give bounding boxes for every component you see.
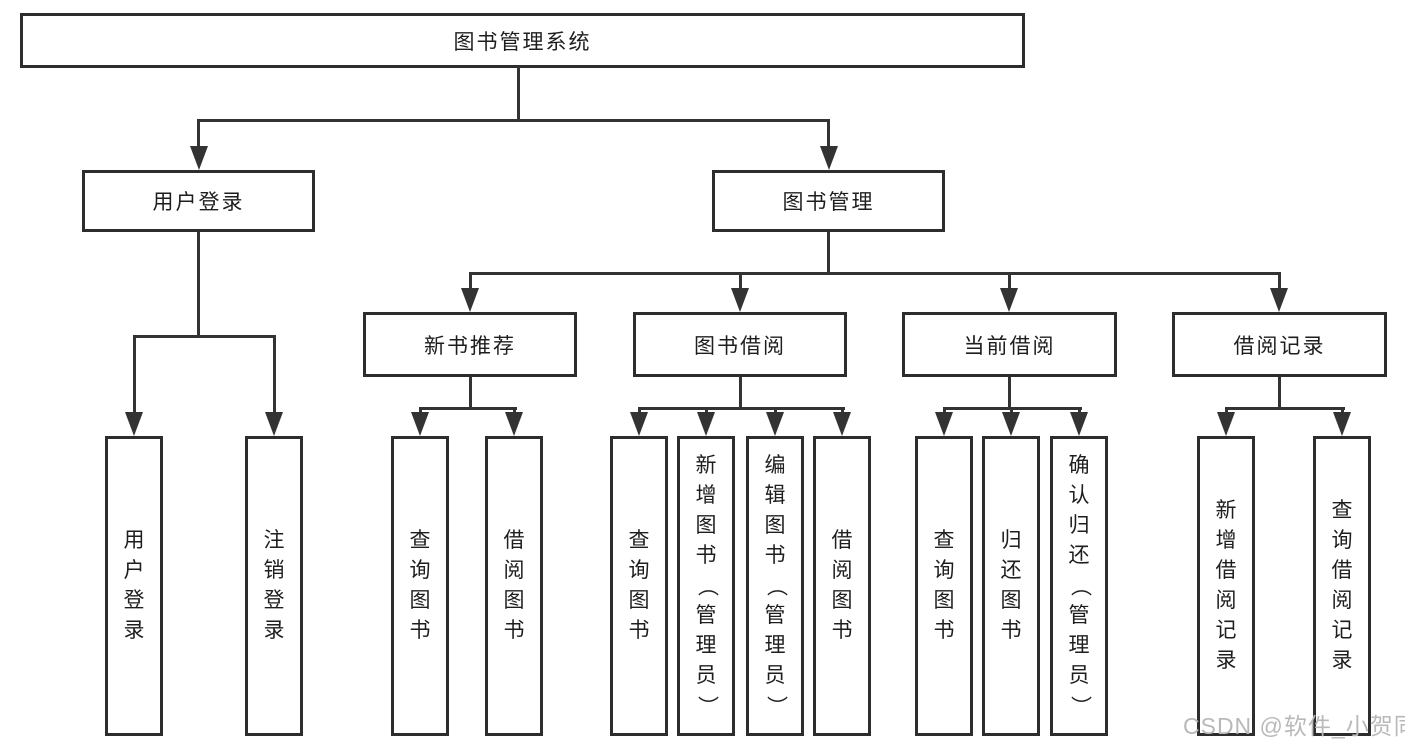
arrowhead [935,412,953,436]
leaf-borrow-books-recommend: 借阅图书 [485,436,543,736]
node-current-borrowing: 当前借阅 [902,312,1117,377]
watermark: CSDN @软件_小贺同学 [1183,713,1405,739]
leaf-confirm-return-admin: 确认归还（管理员） [1050,436,1108,736]
leaf-user-login: 用户登录 [105,436,163,736]
leaf-query-borrow-record: 查询借阅记录 [1313,436,1371,736]
node-label: 新书推荐 [424,334,516,358]
connector-line [273,335,276,416]
connector-line [827,119,830,150]
node-label: 用户登录 [152,191,245,214]
connector-line [469,272,472,292]
connector-line [197,232,200,335]
connector-line [1278,272,1281,292]
leaf-edit-books-admin: 编辑图书（管理员） [746,436,804,736]
node-label: 图书管理系统 [453,30,592,54]
arrowhead [766,412,784,436]
arrowhead [1000,288,1018,312]
arrowhead [190,146,208,170]
connector-line [133,335,136,416]
leaf-borrow-books-borrowing: 借阅图书 [813,436,871,736]
arrowhead [265,412,283,436]
arrowhead [505,412,523,436]
node-book-borrowing: 图书借阅 [633,312,847,377]
connector-line [638,407,845,410]
node-label: 借阅记录 [1233,334,1326,358]
arrowhead [1002,412,1020,436]
arrowhead [630,412,648,436]
arrowhead [411,412,429,436]
connector-line [197,119,830,122]
arrowhead [125,412,143,436]
connector-line [133,335,276,338]
arrowhead [1217,412,1235,436]
connector-line [739,377,742,407]
connector-line [1008,377,1011,407]
arrowhead [731,288,749,312]
connector-line [469,377,472,407]
arrowhead [833,412,851,436]
arrowhead [1270,288,1288,312]
arrowhead [820,146,838,170]
leaf-logout: 注销登录 [245,436,303,736]
leaf-query-books-recommend: 查询图书 [391,436,449,736]
arrowhead [1333,412,1351,436]
leaf-query-books-borrowing: 查询图书 [610,436,668,736]
arrowhead [697,412,715,436]
connector-line [419,407,517,410]
node-label: 图书借阅 [694,334,786,358]
node-label: 图书管理 [782,191,875,214]
node-label: 当前借阅 [963,334,1056,358]
connector-line [739,272,742,292]
connector-line [827,232,830,272]
node-new-book-recommend: 新书推荐 [363,312,577,377]
leaf-return-books: 归还图书 [982,436,1040,736]
node-user-login: 用户登录 [82,170,315,232]
connector-line [517,67,520,119]
connector-line [197,119,200,150]
connector-line [1008,272,1011,292]
node-book-management: 图书管理 [712,170,945,232]
node-borrowing-records: 借阅记录 [1172,312,1387,377]
leaf-add-books-admin: 新增图书（管理员） [677,436,735,736]
arrowhead [461,288,479,312]
leaf-query-books-current: 查询图书 [915,436,973,736]
node-library-management-system: 图书管理系统 [20,13,1025,68]
connector-line [1278,377,1281,407]
connector-line [1225,407,1345,410]
leaf-add-borrow-record: 新增借阅记录 [1197,436,1255,736]
connector-line [469,272,1281,275]
arrowhead [1070,412,1088,436]
